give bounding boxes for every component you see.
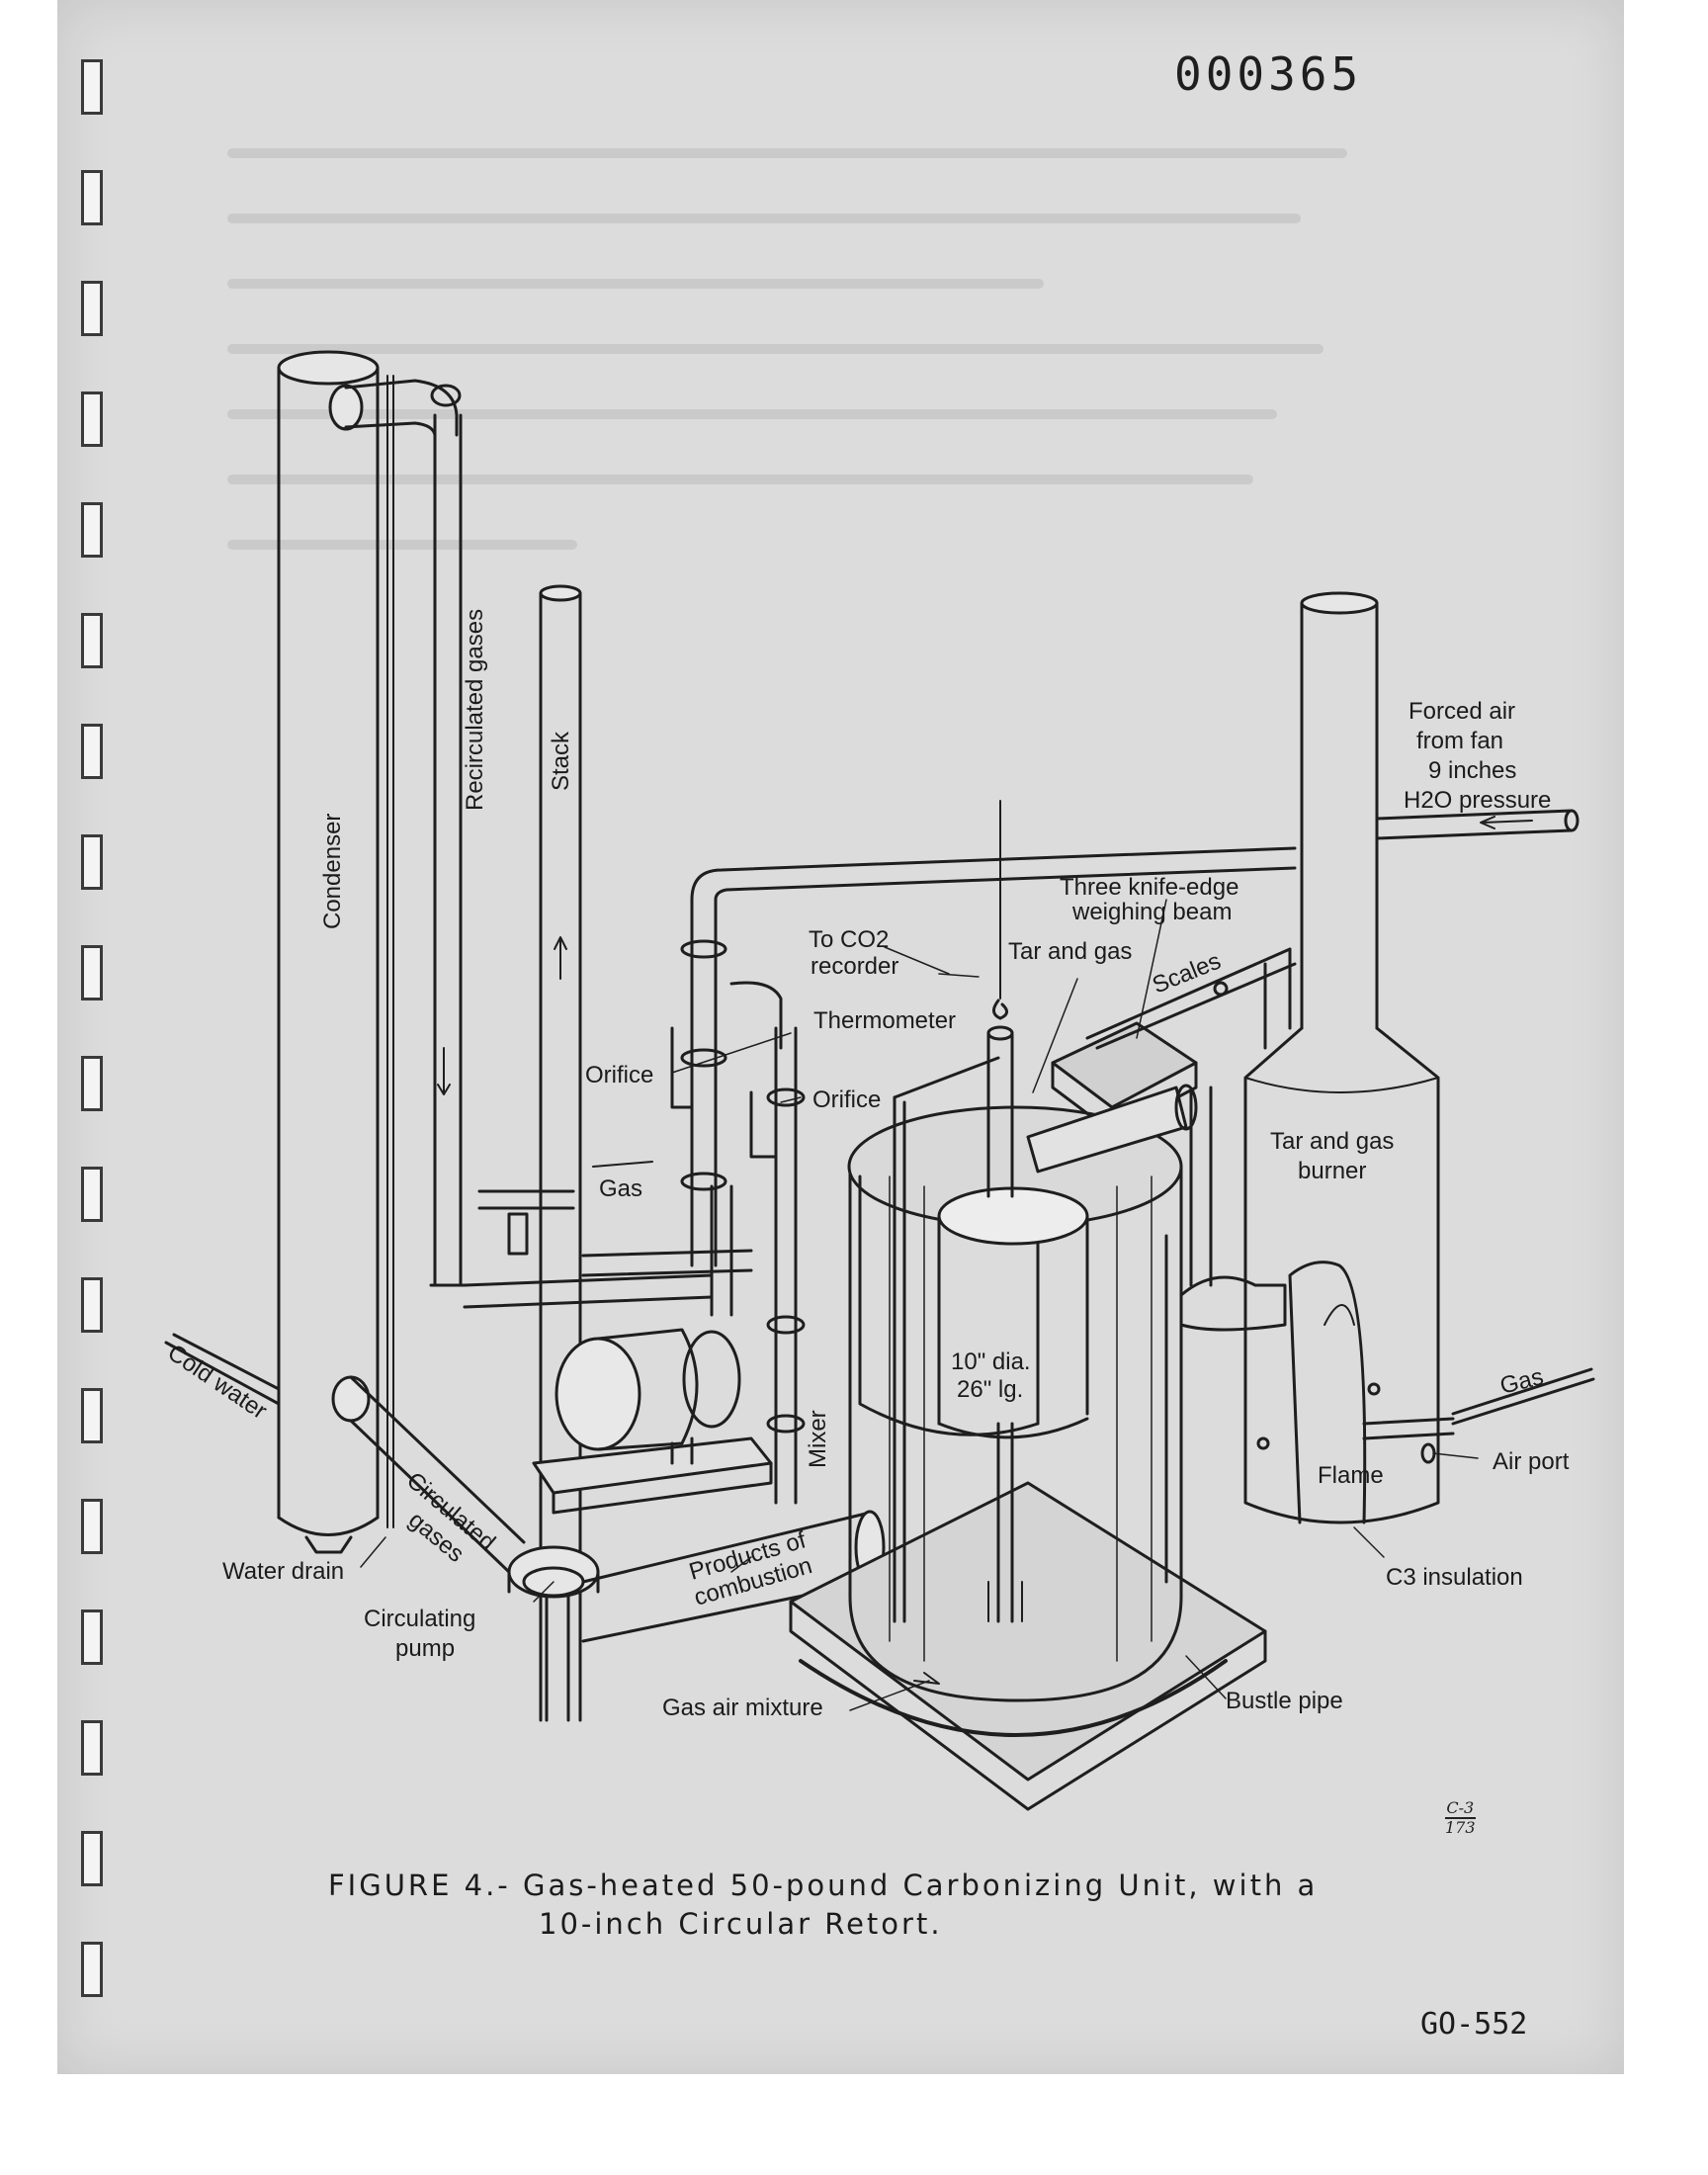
label-forced-air-3: 9 inches bbox=[1428, 757, 1516, 784]
label-three-knife-1: Three knife-edge bbox=[1060, 874, 1238, 901]
stack-pipe bbox=[539, 584, 582, 1722]
label-gas-right: Gas bbox=[1497, 1363, 1546, 1400]
top-elbow bbox=[328, 379, 462, 437]
retort-furnace bbox=[789, 1105, 1267, 1811]
page-code: GO-552 bbox=[1420, 2007, 1528, 2042]
label-bustle-pipe: Bustle pipe bbox=[1226, 1688, 1343, 1714]
label-recirculated-gases: Recirculated gases bbox=[462, 609, 488, 811]
binder-hole bbox=[81, 1831, 103, 1886]
condenser-column bbox=[277, 350, 394, 1554]
binder-hole bbox=[81, 1277, 103, 1333]
orifice-riser bbox=[670, 846, 1297, 1267]
bleed-through-text bbox=[227, 148, 1394, 702]
handwritten-note-denominator: 173 bbox=[1445, 1818, 1476, 1837]
recirculated-gases-pipe bbox=[429, 413, 467, 1287]
label-forced-air-1: Forced air bbox=[1409, 698, 1515, 725]
label-orifice-right: Orifice bbox=[812, 1087, 881, 1113]
label-forced-air-2: from fan bbox=[1416, 728, 1503, 754]
binder-hole bbox=[81, 59, 103, 115]
handwritten-note: C-3 173 bbox=[1445, 1799, 1476, 1837]
document-number: 000365 bbox=[1174, 47, 1363, 101]
binder-hole bbox=[81, 1056, 103, 1111]
label-stack: Stack bbox=[548, 731, 574, 791]
label-cold-water: Cold water bbox=[163, 1340, 272, 1426]
circulating-pump bbox=[507, 1545, 600, 1599]
binder-hole bbox=[81, 1942, 103, 1997]
label-tar-and-gas: Tar and gas bbox=[1008, 938, 1132, 965]
binder-hole bbox=[81, 170, 103, 225]
label-to-co2-1: To CO2 bbox=[809, 926, 889, 953]
mixer-pipe bbox=[749, 1026, 806, 1505]
burner-tower bbox=[1243, 591, 1440, 1524]
label-gas-left: Gas bbox=[599, 1175, 642, 1202]
binder-hole bbox=[81, 724, 103, 779]
tar-and-gas-line bbox=[1026, 1084, 1287, 1584]
label-thermometer: Thermometer bbox=[813, 1007, 956, 1034]
label-water-drain: Water drain bbox=[222, 1558, 344, 1585]
cold-water-pipe bbox=[164, 1333, 281, 1406]
label-orifice-left: Orifice bbox=[585, 1062, 653, 1088]
binder-hole bbox=[81, 1610, 103, 1665]
binder-hole bbox=[81, 281, 103, 336]
label-flame: Flame bbox=[1318, 1462, 1384, 1489]
circulated-gases-duct bbox=[331, 1375, 526, 1574]
label-circulating-pump-2: pump bbox=[395, 1635, 455, 1662]
label-leaders bbox=[360, 899, 1479, 1711]
label-burner-1: Tar and gas bbox=[1270, 1128, 1394, 1155]
label-c3-insulation: C3 insulation bbox=[1386, 1564, 1523, 1591]
label-retort-dia: 10" dia. bbox=[951, 1348, 1031, 1375]
forced-air-pipe bbox=[1375, 809, 1580, 840]
handwritten-note-numerator: C-3 bbox=[1445, 1798, 1476, 1819]
binder-hole bbox=[81, 392, 103, 447]
binder-hole bbox=[81, 1388, 103, 1443]
figure-caption-line-2: 10-inch Circular Retort. bbox=[539, 1907, 943, 1941]
weighing-hook-and-retort-top bbox=[893, 800, 1014, 1623]
burner-gas-inlet bbox=[1362, 1367, 1595, 1440]
label-air-port: Air port bbox=[1493, 1448, 1570, 1475]
binder-hole bbox=[81, 1499, 103, 1554]
label-mixer: Mixer bbox=[805, 1410, 831, 1468]
binder-hole bbox=[81, 1167, 103, 1222]
pump-motor bbox=[532, 1328, 773, 1515]
label-retort-length: 26" lg. bbox=[957, 1376, 1023, 1403]
binder-hole bbox=[81, 502, 103, 558]
label-condenser: Condenser bbox=[319, 814, 346, 929]
paper-sheet bbox=[57, 0, 1624, 2074]
figure-caption-line-1: FIGURE 4.- Gas-heated 50-pound Carbonizi… bbox=[328, 1869, 1319, 1902]
binder-hole bbox=[81, 834, 103, 890]
label-scales: Scales bbox=[1149, 948, 1225, 1000]
pipe-network bbox=[463, 1161, 753, 1317]
label-to-co2-2: recorder bbox=[811, 953, 898, 980]
label-gas-air-mixture: Gas air mixture bbox=[662, 1695, 823, 1721]
label-circulating-pump-1: Circulating bbox=[364, 1606, 475, 1632]
label-burner-2: burner bbox=[1298, 1158, 1366, 1184]
binder-hole bbox=[81, 613, 103, 668]
label-forced-air-4: H2O pressure bbox=[1404, 787, 1551, 814]
binder-hole bbox=[81, 1720, 103, 1776]
label-three-knife-2: weighing beam bbox=[1071, 899, 1232, 925]
binder-hole bbox=[81, 945, 103, 1000]
